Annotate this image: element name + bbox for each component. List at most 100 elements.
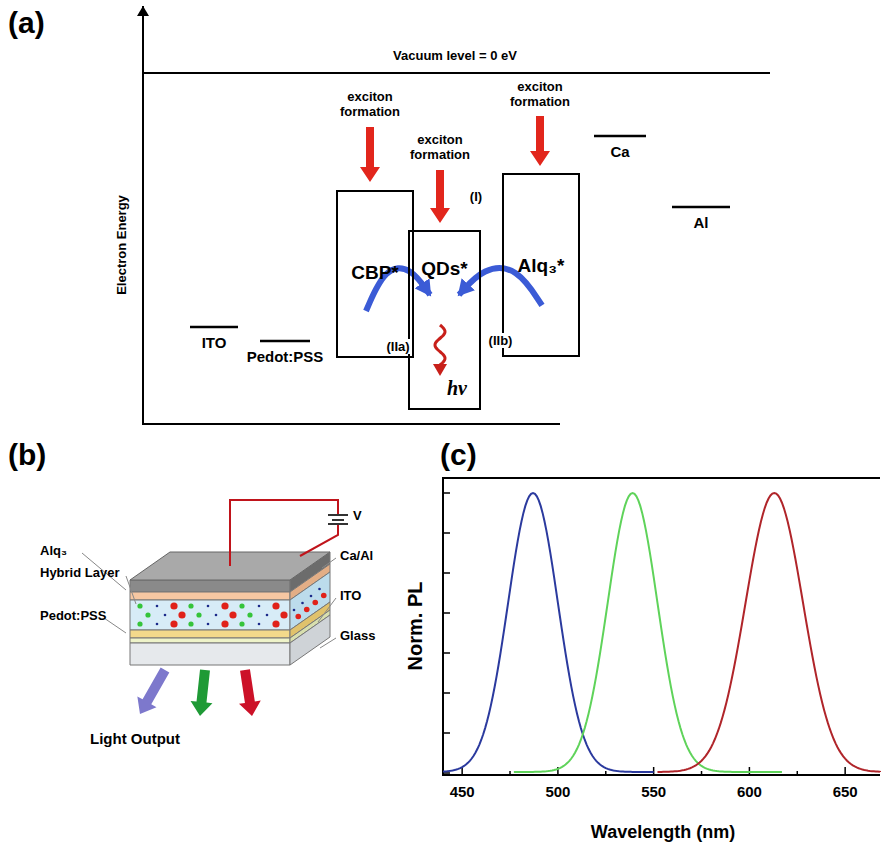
quantum-dot bbox=[239, 621, 244, 626]
pl-spectrum bbox=[514, 493, 782, 772]
quantum-dot bbox=[280, 611, 287, 618]
quantum-dot bbox=[196, 612, 201, 617]
emission-arrowhead bbox=[433, 364, 447, 376]
hybrid-layer bbox=[130, 600, 290, 630]
text-label: Glass bbox=[340, 629, 375, 644]
quantum-dot bbox=[188, 603, 193, 608]
axis-title: Norm. PL bbox=[404, 582, 427, 671]
text-label: exciton formation bbox=[400, 133, 480, 163]
quantum-dot bbox=[310, 595, 313, 598]
glass-substrate bbox=[290, 615, 330, 665]
text-label: V bbox=[353, 509, 362, 524]
quantum-dot bbox=[272, 620, 279, 627]
quantum-dot bbox=[304, 607, 310, 613]
battery-plate bbox=[328, 514, 348, 516]
energy-level-box: CBP* bbox=[336, 190, 414, 358]
quantum-dot bbox=[301, 602, 304, 605]
quantum-dot bbox=[170, 620, 177, 627]
exciton-arrow bbox=[430, 170, 450, 223]
transfer-label: (IIa) bbox=[384, 339, 411, 354]
light-arrow bbox=[137, 668, 169, 714]
x-tick bbox=[797, 771, 799, 775]
y-tick bbox=[443, 492, 450, 494]
battery-plate bbox=[328, 523, 348, 525]
y-tick bbox=[443, 732, 450, 734]
quantum-dot bbox=[318, 588, 321, 591]
text-label: Hybrid Layer bbox=[40, 566, 119, 581]
leader-line bbox=[320, 638, 336, 648]
leader-line bbox=[104, 618, 126, 633]
quantum-dot bbox=[207, 623, 210, 626]
quantum-dot bbox=[239, 603, 244, 608]
ca-al-layer bbox=[130, 580, 290, 592]
quantum-dot bbox=[156, 605, 159, 608]
quantum-dot bbox=[295, 614, 301, 620]
quantum-dot bbox=[293, 609, 296, 612]
text-label: 450 bbox=[450, 783, 475, 800]
text-label: Al bbox=[694, 214, 709, 231]
text-label: ITO bbox=[340, 589, 361, 604]
text-label: exciton formation bbox=[500, 80, 580, 110]
panel-letter: (b) bbox=[8, 438, 46, 473]
quantum-dot bbox=[266, 614, 269, 617]
quantum-dot bbox=[272, 602, 279, 609]
text-label: hν bbox=[447, 377, 467, 400]
quantum-dot bbox=[247, 612, 252, 617]
quantum-dot bbox=[321, 593, 327, 599]
exciton-arrow bbox=[360, 127, 380, 182]
pl-spectrum bbox=[443, 493, 654, 772]
energy-axis bbox=[142, 6, 144, 425]
text-label: ITO bbox=[202, 334, 227, 351]
exciton-arrow bbox=[530, 116, 550, 166]
wire bbox=[230, 500, 338, 566]
emission-wave bbox=[435, 325, 445, 365]
quantum-dot bbox=[221, 602, 228, 609]
y-tick bbox=[443, 572, 450, 574]
quantum-dot bbox=[258, 623, 261, 626]
ito-layer bbox=[130, 638, 290, 643]
al-level bbox=[672, 206, 730, 209]
quantum-dot bbox=[137, 621, 142, 626]
text-label: Ca bbox=[610, 143, 629, 160]
leader-line bbox=[126, 576, 136, 604]
x-tick bbox=[605, 771, 607, 775]
vacuum-level-line bbox=[143, 72, 770, 74]
quantum-dot bbox=[170, 602, 177, 609]
box-label: QDs* bbox=[410, 258, 479, 280]
box-label: Alq₃* bbox=[504, 255, 578, 277]
quantum-dot bbox=[156, 623, 159, 626]
text-label: Light Output bbox=[90, 730, 180, 747]
pedot-layer bbox=[130, 630, 290, 638]
panel-letter: (a) bbox=[8, 6, 45, 41]
text-label: (I) bbox=[470, 190, 482, 205]
ca-level bbox=[594, 135, 646, 138]
energy-level-box: Alq₃* bbox=[502, 173, 580, 357]
text-label: exciton formation bbox=[330, 90, 410, 120]
x-tick bbox=[701, 771, 703, 775]
glass-substrate bbox=[130, 643, 290, 665]
pl-spectrum bbox=[657, 493, 880, 772]
battery-plate bbox=[332, 519, 344, 521]
axis-title: Electron Energy bbox=[115, 195, 130, 295]
pedot-level bbox=[260, 340, 310, 343]
transfer-label: (IIb) bbox=[487, 333, 515, 348]
box-label: CBP* bbox=[338, 262, 412, 284]
leader-line bbox=[322, 558, 336, 568]
quantum-dot bbox=[178, 611, 185, 618]
light-arrow bbox=[191, 669, 213, 716]
quantum-dot bbox=[164, 614, 167, 617]
leader-line bbox=[318, 598, 336, 622]
text-label: Wavelength (nm) bbox=[591, 822, 735, 843]
x-tick bbox=[509, 771, 511, 775]
x-tick bbox=[844, 767, 846, 775]
text-label: 550 bbox=[641, 783, 666, 800]
quantum-dot bbox=[207, 605, 210, 608]
quantum-dot bbox=[221, 620, 228, 627]
quantum-dot bbox=[137, 603, 142, 608]
y-tick bbox=[443, 692, 450, 694]
light-arrow bbox=[239, 669, 261, 716]
y-tick bbox=[443, 532, 450, 534]
